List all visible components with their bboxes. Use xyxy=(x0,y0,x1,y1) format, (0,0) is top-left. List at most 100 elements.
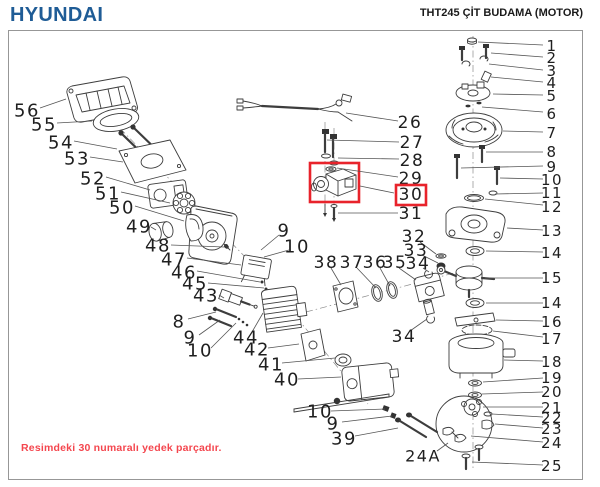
part-drawing-nut-1 xyxy=(467,37,477,45)
leader-line-7 xyxy=(502,130,544,133)
leader-line-4 xyxy=(490,76,544,83)
part-label-40: 40 xyxy=(274,370,300,391)
part-label-17: 17 xyxy=(541,330,563,348)
part-label-39: 39 xyxy=(331,429,357,450)
part-label-52: 52 xyxy=(80,169,106,190)
part-label-16: 16 xyxy=(541,313,563,331)
part-drawing-crankcase xyxy=(445,206,506,243)
part-drawing-heat-shield xyxy=(300,328,326,362)
part-label-32: 32 xyxy=(402,227,427,247)
leader-line-46 xyxy=(196,270,261,283)
part-label-6: 6 xyxy=(546,105,557,123)
part-drawing-spark-plug xyxy=(218,288,258,309)
leader-line-3 xyxy=(488,63,544,71)
part-label-13: 13 xyxy=(541,222,563,240)
part-label-56: 56 xyxy=(14,101,40,122)
part-drawing-oring-11-12 xyxy=(464,190,498,202)
part-label-45: 45 xyxy=(182,274,208,295)
part-label-9: 9 xyxy=(184,328,197,349)
leader-line-17 xyxy=(492,330,544,338)
part-drawing-cylinder-screws xyxy=(207,306,249,328)
leader-line-19 xyxy=(482,377,544,383)
part-label-54: 54 xyxy=(48,133,74,154)
leader-line-50 xyxy=(134,205,185,222)
leader-line-37 xyxy=(356,267,377,289)
leader-line-51 xyxy=(120,191,171,204)
part-drawing-clutch-drum xyxy=(448,333,516,379)
part-label-36: 36 xyxy=(363,253,388,273)
leader-line-49 xyxy=(150,226,157,231)
leader-line-53 xyxy=(89,156,124,163)
part-drawing-washers-6 xyxy=(465,101,482,108)
part-drawing-wire-harness xyxy=(236,93,353,122)
part-label-3: 3 xyxy=(546,62,557,80)
part-drawing-clips-3 xyxy=(461,55,489,67)
leader-line-13 xyxy=(506,227,544,231)
leader-line-35 xyxy=(398,267,417,281)
part-label-11: 11 xyxy=(541,184,563,202)
leader-line-52 xyxy=(105,176,151,191)
leader-line-40 xyxy=(297,376,342,380)
part-drawing-flywheel-screws xyxy=(454,145,500,186)
part-label-24A: 24A xyxy=(405,447,441,466)
leader-line-54 xyxy=(73,140,118,150)
leader-line-5 xyxy=(492,93,544,96)
leader-line-44 xyxy=(251,312,264,333)
part-label-9: 9 xyxy=(278,221,291,242)
leader-line-16 xyxy=(495,319,544,322)
leader-line-14 xyxy=(485,250,544,253)
leader-line-33 xyxy=(421,254,439,264)
leader-line-42 xyxy=(267,343,300,349)
leader-line-45 xyxy=(207,282,265,289)
part-label-25: 25 xyxy=(541,457,563,475)
part-label-41: 41 xyxy=(258,355,284,376)
highlight-number-box xyxy=(394,183,428,207)
leader-line-41 xyxy=(281,357,336,364)
part-drawing-muffler xyxy=(341,362,400,402)
leader-line-43 xyxy=(218,294,225,299)
part-label-8: 8 xyxy=(173,312,186,333)
leader-line-9 xyxy=(341,415,393,423)
part-drawing-screw-31 xyxy=(323,203,338,222)
part-label-4: 4 xyxy=(546,74,557,92)
part-label-18: 18 xyxy=(541,353,563,371)
leader-line-56 xyxy=(39,98,67,109)
part-label-42: 42 xyxy=(244,340,270,361)
page-title: THT245 ÇİT BUDAMA (MOTOR) xyxy=(419,7,583,19)
part-drawing-washers-19-20 xyxy=(468,379,482,399)
part-label-50: 50 xyxy=(109,198,135,219)
part-drawing-long-rod xyxy=(293,393,390,413)
leader-line-10 xyxy=(210,322,237,349)
part-label-31: 31 xyxy=(399,204,424,224)
part-label-38: 38 xyxy=(314,253,339,273)
part-drawing-wave-spring-17 xyxy=(461,324,493,336)
leader-line-9 xyxy=(260,234,280,251)
leader-line-24 xyxy=(470,435,544,443)
part-drawing-muffler-gasket xyxy=(334,353,352,367)
leader-line-39 xyxy=(354,427,399,437)
leader-line-6 xyxy=(481,106,544,113)
part-drawing-piston-rings xyxy=(371,281,398,302)
part-label-15: 15 xyxy=(541,269,563,287)
part-label-9: 9 xyxy=(546,158,557,176)
part-label-49: 49 xyxy=(126,217,152,238)
part-label-34: 34 xyxy=(406,254,431,274)
part-label-37: 37 xyxy=(340,253,365,273)
highlight-part-box xyxy=(308,161,361,204)
part-drawing-base-gasket xyxy=(332,280,359,313)
part-drawing-filter-base xyxy=(118,139,187,184)
callout-layer: 5655545352515049484746454389109104442414… xyxy=(14,37,563,475)
part-drawing-plate-16 xyxy=(454,312,496,327)
part-label-10: 10 xyxy=(541,171,563,189)
note-text: Resimdeki 30 numaralı yedek parçadır. xyxy=(21,442,222,454)
part-label-14: 14 xyxy=(541,244,563,262)
part-label-19: 19 xyxy=(541,369,563,387)
leader-line-36 xyxy=(379,267,391,287)
part-label-23: 23 xyxy=(541,420,563,438)
part-label-2: 2 xyxy=(546,49,557,67)
leader-line-20 xyxy=(481,391,544,395)
part-drawing-clutch-hub xyxy=(461,398,482,417)
leader-line-28 xyxy=(337,157,400,160)
part-drawing-ignition-plate-5 xyxy=(455,81,491,102)
